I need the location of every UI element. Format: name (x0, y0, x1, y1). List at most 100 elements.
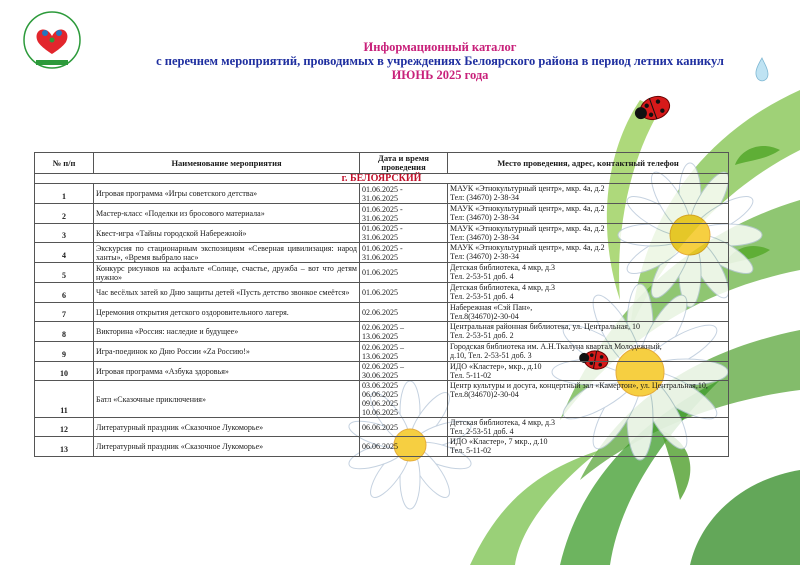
row-number: 7 (34, 302, 94, 322)
event-date-line: 31.06.2025 (362, 233, 398, 242)
row-number: 2 (34, 203, 94, 224)
event-name: Квест-игра «Тайны городской Набережной» (93, 223, 360, 243)
event-date-line: 02.06.2025 – (362, 322, 404, 332)
event-date: 01.06.2025 (359, 282, 448, 303)
event-date-line: 09.06.2025 (362, 399, 398, 408)
catalog-period: ИЮНЬ 2025 года (391, 68, 489, 82)
row-number: 9 (34, 341, 94, 362)
event-place-line: Городская библиотека им. А.Н.Ткалуна ква… (450, 342, 662, 351)
event-date-line: 31.06.2025 (362, 213, 398, 223)
event-place-line: ИДО «Кластер», мкр., д.10 (450, 362, 542, 371)
event-place-line: Тел. 5-11-02 (450, 446, 492, 455)
event-name: Час весёлых затей ко Дню защиты детей «П… (93, 282, 360, 303)
event-place-line: МАУК «Этнокультурный центр», мкр. 4а, д.… (450, 224, 605, 233)
event-date: 02.06.2025 –13.06.2025 (359, 321, 448, 342)
catalog-heading: Информационный каталог с перечнем меропр… (100, 40, 780, 82)
event-place-line: Тел. 2-53-51 доб. 4 (450, 292, 514, 301)
event-place-line: МАУК «Этнокультурный центр», мкр. 4а, д.… (450, 184, 605, 193)
event-place-line: Детская библиотека, 4 мкр, д.3 (450, 418, 556, 427)
event-date: 01.06.2025 -31.06.2025 (359, 203, 448, 224)
event-name: Литературный праздник «Сказочное Лукомор… (93, 436, 360, 457)
event-date: 01.06.2025 -31.06.2025 (359, 183, 448, 204)
event-date-line: 03.06.2025 (362, 381, 398, 390)
event-date: 06.06.2025 (359, 436, 448, 457)
family-heart-logo-icon (23, 11, 81, 69)
row-number: 8 (34, 321, 94, 342)
event-date-line: 31.06.2025 (362, 193, 398, 203)
row-number: 13 (34, 436, 94, 457)
commission-logo (22, 10, 82, 74)
event-name: Игровая программа «Игры советского детст… (93, 183, 360, 204)
event-date: 06.06.2025 (359, 417, 448, 437)
event-date: 02.06.2025 –13.06.2025 (359, 341, 448, 362)
header-place: Место проведения, адрес, контактный теле… (447, 152, 729, 174)
event-place-line: д.10, Тел. 2-53-51 доб. 3 (450, 351, 532, 360)
event-name: Церемония открытия детского оздоровитель… (93, 302, 360, 322)
event-place-line: Тел. 2-53-51 доб. 2 (450, 331, 514, 340)
event-date-line: 02.06.2025 – (362, 342, 404, 352)
event-name: Игровая программа «Азбука здоровья» (93, 361, 360, 381)
event-name: Мастер-класс «Поделки из бросового матер… (93, 203, 360, 224)
event-place-line: Тел.8(34670)2-30-04 (450, 312, 519, 321)
event-date: 02.06.2025 (359, 302, 448, 322)
event-date-line: 01.06.2025 (362, 268, 398, 277)
catalog-title: Информационный каталог (363, 40, 517, 54)
event-place-line: Тел. 2-53-51 доб. 4 (450, 272, 514, 281)
event-date-line: 01.06.2025 (362, 288, 398, 297)
row-number: 4 (34, 242, 94, 263)
row-number: 11 (34, 380, 94, 418)
event-place-line: Набережная «Сэй Пан», (450, 303, 533, 312)
event-date-line: 06.06.2025 (362, 442, 398, 451)
event-place-line: Тел. 2-53-51 доб. 4 (450, 427, 514, 436)
row-number: 6 (34, 282, 94, 303)
event-place: МАУК «Этнокультурный центр», мкр. 4а, д.… (447, 183, 729, 204)
event-place: Центр культуры и досуга, концертный зал … (447, 380, 729, 418)
event-name: Конкурс рисунков на асфальте «Солнце, сч… (93, 262, 360, 283)
event-date-line: 02.06.2025 (362, 307, 398, 317)
event-date-line: 13.06.2025 (362, 351, 398, 361)
header-name: Наименование мероприятия (93, 152, 360, 174)
event-date-line: 01.06.2025 - (362, 224, 403, 233)
event-date-line: 31.06.2025 (362, 252, 398, 262)
event-date-line: 30.06.2025 (362, 371, 398, 380)
event-date: 01.06.2025 (359, 262, 448, 283)
event-date-line: 02.06.2025 – (362, 362, 404, 371)
event-place-line: МАУК «Этнокультурный центр», мкр. 4а, д.… (450, 204, 605, 213)
event-date-line: 10.06.2025 (362, 408, 398, 417)
event-place-line: МАУК «Этнокультурный центр», мкр. 4а, д.… (450, 243, 605, 252)
event-name: Батл «Сказочные приключения» (93, 380, 360, 418)
row-number: 3 (34, 223, 94, 243)
section-row: г. БЕЛОЯРСКИЙ (34, 173, 729, 184)
event-place: МАУК «Этнокультурный центр», мкр. 4а, д.… (447, 203, 729, 224)
event-place-line: Тел: (34670) 2-38-34 (450, 193, 520, 202)
row-number: 10 (34, 361, 94, 381)
event-place: МАУК «Этнокультурный центр», мкр. 4а, д.… (447, 223, 729, 243)
event-place: Набережная «Сэй Пан»,Тел.8(34670)2-30-04 (447, 302, 729, 322)
event-name: Литературный праздник «Сказочное Лукомор… (93, 417, 360, 437)
event-place-line: Центральная районная библиотека, ул. Цен… (450, 322, 640, 331)
event-place: Центральная районная библиотека, ул. Цен… (447, 321, 729, 342)
event-date: 01.06.2025 -31.06.2025 (359, 242, 448, 263)
event-date-line: 06.06.2025 (362, 422, 398, 432)
event-name: Игра-поединок ко Дню России «Zа Россию!» (93, 341, 360, 362)
header-num: № п/п (34, 152, 94, 174)
event-place-line: Тел.8(34670)2-30-04 (450, 390, 519, 399)
event-date-line: 13.06.2025 (362, 331, 398, 341)
table-header-row: № п/п Наименование мероприятия Дата и вр… (34, 152, 729, 174)
event-place-line: Детская библиотека, 4 мкр, д.3 (450, 263, 556, 272)
